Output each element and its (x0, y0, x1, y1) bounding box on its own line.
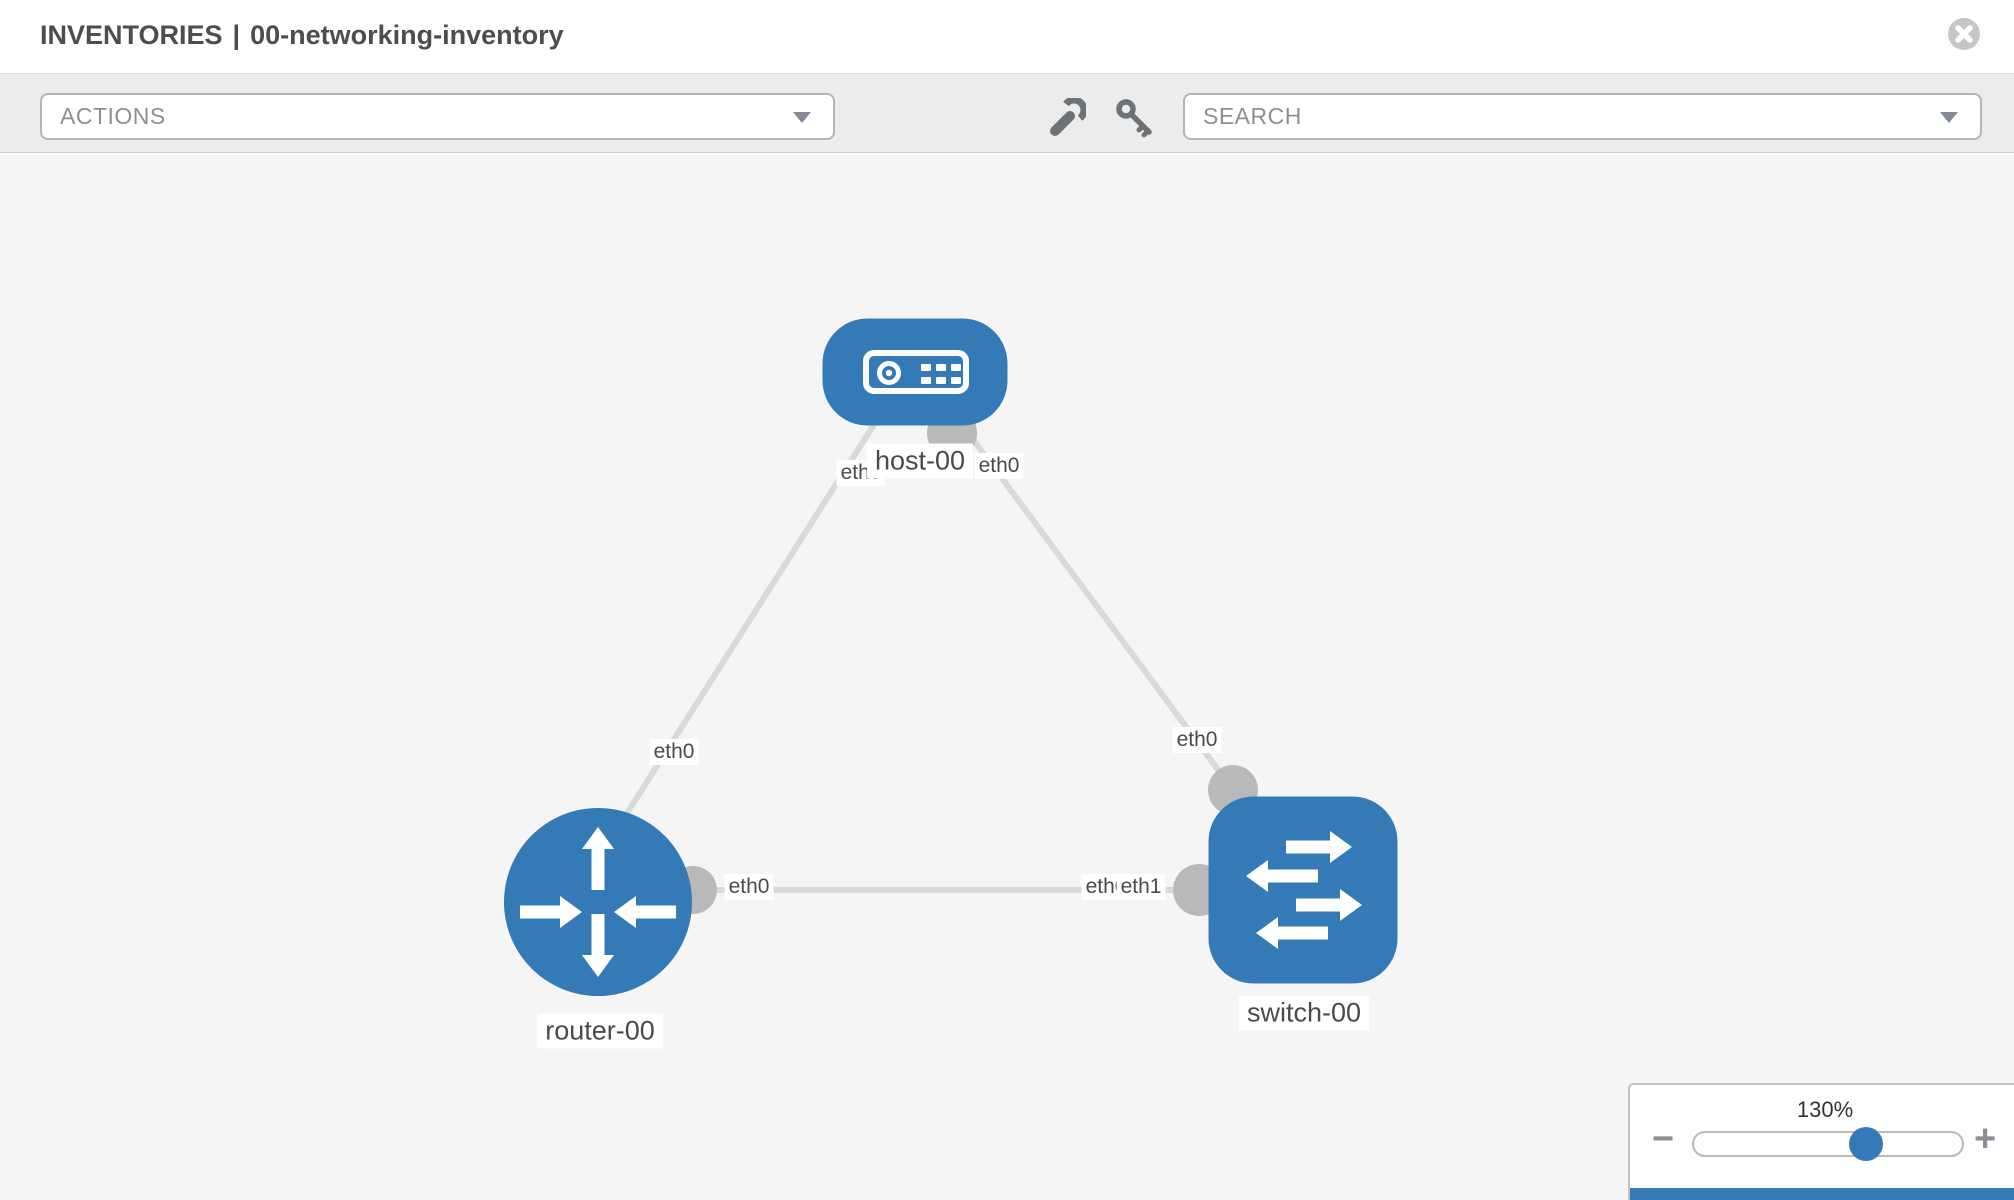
host-icon (863, 350, 969, 394)
zoom-panel: 130% − + (1628, 1083, 2014, 1200)
zoom-out-button[interactable]: − (1652, 1118, 1675, 1160)
search-placeholder: SEARCH (1203, 103, 1302, 129)
titlebar: INVENTORIES | 00-networking-inventory (0, 0, 2014, 73)
zoom-slider-knob[interactable] (1848, 1127, 1883, 1161)
panel-footer-strip (1630, 1188, 2014, 1200)
link-host-router (607, 413, 883, 842)
topology-svg (504, 318, 1398, 996)
zoom-level-value: 130% (1796, 1097, 1854, 1122)
breadcrumb-section: INVENTORIES (40, 20, 223, 50)
key-icon[interactable] (1115, 98, 1155, 138)
chevron-down-icon (1940, 111, 1958, 123)
link-host-switch (952, 413, 1236, 792)
search-dropdown[interactable]: SEARCH (1183, 93, 1982, 140)
zoom-slider[interactable] (1692, 1127, 1964, 1161)
actions-dropdown[interactable]: ACTIONS (40, 93, 835, 140)
inventory-name: 00-networking-inventory (250, 20, 564, 50)
node-switch-00[interactable] (1208, 796, 1398, 984)
wrench-icon[interactable] (1046, 96, 1088, 138)
chevron-down-icon (793, 111, 811, 123)
node-router-00[interactable] (504, 808, 692, 996)
page-title: INVENTORIES | 00-networking-inventory (40, 20, 564, 51)
actions-label: ACTIONS (60, 103, 166, 129)
toolbar: ACTIONS SEARCH (0, 73, 2014, 153)
breadcrumb-separator: | (232, 20, 241, 50)
close-icon[interactable] (1947, 17, 1981, 51)
zoom-in-button[interactable]: + (1974, 1118, 1997, 1160)
node-host-00[interactable] (822, 318, 1008, 426)
